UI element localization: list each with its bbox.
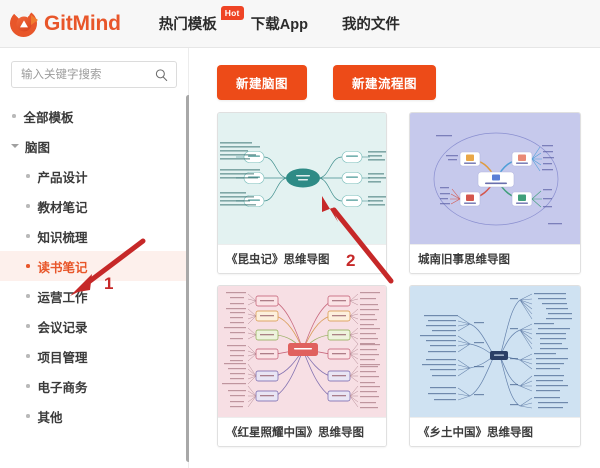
sidebar-item-label: 电子商务 bbox=[37, 380, 88, 395]
new-mindmap-button[interactable]: 新建脑图 bbox=[217, 65, 308, 100]
template-thumbnail-old-stories-of-south-city bbox=[410, 113, 580, 244]
sidebar-item-label: 教材笔记 bbox=[37, 200, 88, 215]
sidebar: 全部模板 脑图 产品设计 教材笔记 知识梳理 读书笔记 bbox=[0, 48, 188, 468]
search-container bbox=[11, 61, 177, 88]
sidebar-item-textbook-notes[interactable]: 教材笔记 bbox=[0, 191, 188, 221]
bullet-icon bbox=[26, 294, 30, 298]
sidebar-item-label: 会议记录 bbox=[37, 320, 88, 335]
sidebar-item-label: 项目管理 bbox=[37, 350, 88, 365]
template-card[interactable]: 《昆虫记》思维导图 bbox=[217, 112, 387, 274]
hot-badge: Hot bbox=[220, 6, 244, 20]
nav-item-label: 下载App bbox=[250, 17, 308, 33]
sidebar-item-meeting-minutes[interactable]: 会议记录 bbox=[0, 311, 188, 341]
bullet-icon bbox=[26, 354, 30, 358]
template-card-title: 《乡土中国》思维导图 bbox=[410, 417, 580, 446]
sidebar-item-operations-work[interactable]: 运营工作 bbox=[0, 281, 188, 311]
sidebar-item-label: 其他 bbox=[37, 410, 63, 425]
search-input[interactable] bbox=[11, 61, 177, 88]
bullet-icon bbox=[26, 324, 30, 328]
sidebar-item-reading-notes[interactable]: 读书笔记 bbox=[0, 251, 188, 281]
bullet-icon bbox=[26, 234, 30, 238]
template-card-title: 《昆虫记》思维导图 bbox=[218, 244, 386, 273]
template-card-grid: 《昆虫记》思维导图 bbox=[189, 100, 600, 447]
sidebar-item-mindmap-group[interactable]: 脑图 bbox=[0, 131, 188, 161]
template-card-title: 城南旧事思维导图 bbox=[410, 244, 580, 273]
gitmind-logo-icon bbox=[10, 10, 38, 37]
new-flowchart-button[interactable]: 新建流程图 bbox=[333, 65, 437, 100]
main-nav: 热门模板 Hot 下载App 我的文件 bbox=[158, 6, 400, 34]
annotation-number-1: 1 bbox=[104, 274, 114, 293]
sidebar-item-label: 读书笔记 bbox=[37, 260, 88, 275]
sidebar-item-label: 产品设计 bbox=[37, 170, 88, 185]
sidebar-scrollbar-thumb[interactable] bbox=[186, 95, 191, 462]
sidebar-item-label: 全部模板 bbox=[23, 110, 74, 125]
sidebar-item-product-design[interactable]: 产品设计 bbox=[0, 161, 188, 191]
sidebar-item-all-templates[interactable]: 全部模板 bbox=[0, 101, 188, 131]
brand-name: GitMind bbox=[44, 11, 121, 35]
template-card[interactable]: 《红星照耀中国》思维导图 bbox=[217, 285, 387, 447]
chevron-down-icon bbox=[11, 144, 19, 148]
nav-item-download-app[interactable]: 下载App bbox=[251, 13, 308, 34]
sidebar-item-other[interactable]: 其他 bbox=[0, 401, 188, 431]
nav-item-label: 热门模板 bbox=[158, 17, 217, 33]
action-buttons: 新建脑图 新建流程图 bbox=[189, 48, 600, 100]
bullet-icon bbox=[26, 414, 30, 418]
bullet-icon bbox=[26, 384, 30, 388]
sidebar-item-ecommerce[interactable]: 电子商务 bbox=[0, 371, 188, 401]
sidebar-item-label: 脑图 bbox=[25, 140, 51, 155]
nav-item-my-files[interactable]: 我的文件 bbox=[342, 13, 400, 34]
sidebar-item-label: 运营工作 bbox=[37, 290, 88, 305]
logo-triangle-icon bbox=[31, 15, 38, 25]
template-thumbnail-from-the-soil bbox=[410, 286, 580, 417]
bullet-icon bbox=[26, 204, 30, 208]
template-card-title: 《红星照耀中国》思维导图 bbox=[218, 417, 386, 446]
annotation-number-2: 2 bbox=[346, 251, 356, 270]
category-menu: 全部模板 脑图 产品设计 教材笔记 知识梳理 读书笔记 bbox=[0, 101, 188, 431]
template-card[interactable]: 《乡土中国》思维导图 bbox=[409, 285, 581, 447]
bullet-icon bbox=[26, 264, 30, 268]
sidebar-item-knowledge-organization[interactable]: 知识梳理 bbox=[0, 221, 188, 251]
template-card[interactable]: 城南旧事思维导图 bbox=[409, 112, 581, 274]
sidebar-item-label: 知识梳理 bbox=[37, 230, 88, 245]
template-gallery: 新建脑图 新建流程图 bbox=[189, 48, 600, 468]
template-thumbnail-red-star-over-china bbox=[218, 286, 386, 417]
nav-item-hot-templates[interactable]: 热门模板 Hot bbox=[158, 6, 244, 34]
bullet-icon bbox=[12, 114, 16, 118]
app-header: GitMind 热门模板 Hot 下载App 我的文件 bbox=[0, 0, 600, 48]
template-thumbnail-insect-diary bbox=[218, 113, 386, 244]
sidebar-item-project-management[interactable]: 项目管理 bbox=[0, 341, 188, 371]
bullet-icon bbox=[26, 174, 30, 178]
brand-logo[interactable]: GitMind bbox=[10, 10, 121, 37]
nav-item-label: 我的文件 bbox=[341, 17, 400, 33]
